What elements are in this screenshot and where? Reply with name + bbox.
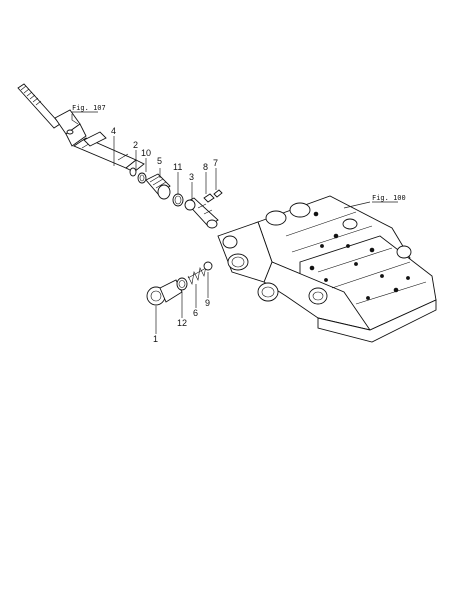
valve-part-3 (184, 197, 219, 229)
callout-8: 8 (203, 162, 208, 172)
callout-10: 10 (141, 148, 151, 158)
pin-part-7 (213, 189, 223, 198)
threaded-plug-part-5 (145, 173, 171, 200)
leader-lines (71, 114, 371, 334)
washer-part-12 (176, 277, 188, 291)
callout-1: 1 (153, 334, 158, 344)
pin-part-8 (203, 193, 215, 203)
callout-2: 2 (133, 140, 138, 150)
callout-6: 6 (193, 308, 198, 318)
ball-part-9 (203, 261, 213, 271)
callout-11: 11 (173, 162, 182, 172)
spring-part-6 (187, 265, 207, 285)
o-ring-part-11 (172, 193, 184, 207)
o-ring-part-10 (137, 172, 147, 184)
callout-5: 5 (157, 156, 162, 166)
callout-7: 7 (213, 158, 218, 168)
valve-body-assembly (217, 195, 437, 343)
fig-107-reference: Fig. 107 (72, 104, 106, 112)
fig-100-reference: Fig. 100 (372, 194, 406, 202)
callout-4: 4 (111, 126, 116, 136)
callout-12: 12 (177, 318, 187, 328)
callout-9: 9 (205, 298, 210, 308)
callout-3: 3 (189, 172, 194, 182)
ring-part-2 (129, 167, 137, 177)
shift-rod (17, 83, 145, 173)
